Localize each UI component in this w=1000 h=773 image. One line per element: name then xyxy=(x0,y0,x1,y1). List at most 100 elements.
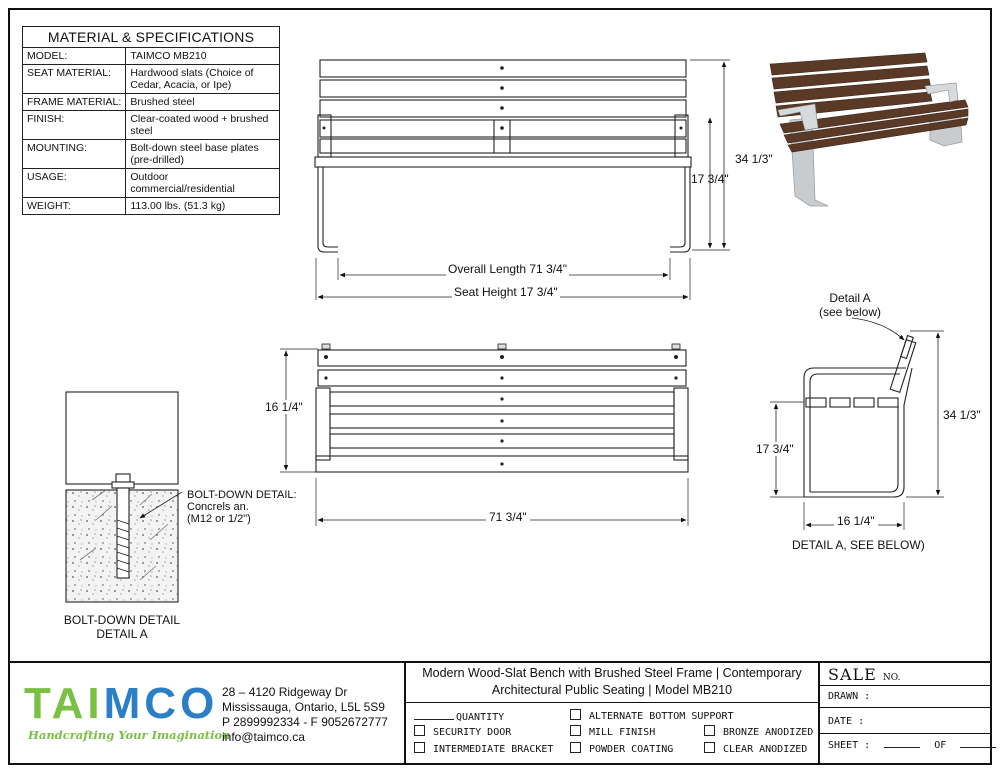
spec-value: Clear-coated wood + brushed steel xyxy=(125,110,280,140)
company-address: 28 – 4120 Ridgeway Dr Mississauga, Ontar… xyxy=(222,685,388,745)
bolt-detail-note-title: BOLT-DOWN DETAIL: xyxy=(187,489,297,501)
option-security-door[interactable]: SECURITY DOOR xyxy=(414,725,511,739)
spec-key: MOUNTING: xyxy=(21,139,127,169)
checkbox[interactable] xyxy=(414,742,425,753)
option-clear-anodized[interactable]: CLEAR ANODIZED xyxy=(704,742,807,756)
backrest-section xyxy=(889,339,917,393)
dim-length: 71 3/4" xyxy=(486,510,530,524)
checkbox[interactable] xyxy=(570,709,581,720)
option-label: POWDER COATING xyxy=(589,744,674,755)
table-row: FINISH:Clear-coated wood + brushed steel xyxy=(21,110,280,140)
backrest-slat xyxy=(319,138,687,154)
bench-leg-section xyxy=(65,391,179,485)
backrest-slat xyxy=(319,79,687,98)
detail-a-reference: Detail A (see below) xyxy=(810,291,890,319)
quantity-field[interactable]: QUANTITY xyxy=(414,709,504,724)
date-field[interactable]: DATE : xyxy=(820,712,992,734)
bolt-detail-caption: BOLT-DOWN DETAIL DETAIL A xyxy=(52,613,192,641)
dim-overall-length: Overall Length 71 3/4" xyxy=(446,262,570,276)
top-slat xyxy=(315,455,689,473)
top-view xyxy=(280,343,689,526)
drawing-sheet-border xyxy=(8,8,992,765)
drawn-label: DRAWN : xyxy=(828,691,871,702)
email-link[interactable]: info@taimco.ca xyxy=(222,730,305,744)
front-view xyxy=(314,59,730,300)
option-alternate-bottom-support[interactable]: ALTERNATE BOTTOM SUPPORT xyxy=(570,709,734,723)
spec-value: Hardwood slats (Choice of Cedar, Acacia,… xyxy=(125,64,280,94)
seat-slat-section xyxy=(877,397,899,408)
sheet-field[interactable]: SHEET : OF xyxy=(828,740,997,751)
dim-side-seat-height: 17 3/4" xyxy=(756,442,794,456)
spec-key: WEIGHT: xyxy=(21,197,127,215)
backrest-slat xyxy=(319,59,687,78)
side-frame xyxy=(803,367,906,497)
sheet-number-line[interactable] xyxy=(884,747,921,748)
drawn-field[interactable]: DRAWN : xyxy=(820,688,992,708)
option-bronze-anodized[interactable]: BRONZE ANODIZED xyxy=(704,725,813,739)
checkbox[interactable] xyxy=(570,742,581,753)
top-armrest xyxy=(315,387,331,461)
dim-depth: 16 1/4" xyxy=(265,400,303,414)
washer xyxy=(111,481,135,489)
bolt-detail-note-line: (M12 or 1/2") xyxy=(187,513,251,525)
dim-side-total-height: 34 1/3" xyxy=(943,408,981,422)
bench-3d-render xyxy=(769,52,969,207)
sale-number: SALE NO. xyxy=(828,665,901,684)
checkbox[interactable] xyxy=(414,725,425,736)
bolt-nut xyxy=(115,473,131,483)
anchor-bolt xyxy=(116,487,130,579)
top-slat xyxy=(329,391,675,407)
option-intermediate-bracket[interactable]: INTERMEDIATE BRACKET xyxy=(414,742,553,756)
spec-value: TAIMCO MB210 xyxy=(125,47,280,65)
quantity-label: QUANTITY xyxy=(456,712,505,723)
title-block-divider xyxy=(404,661,406,765)
option-mill-finish[interactable]: MILL FINISH xyxy=(570,725,655,739)
top-armrest xyxy=(673,387,689,461)
title-block xyxy=(8,661,992,765)
date-label: DATE : xyxy=(828,716,865,727)
spec-table: MATERIAL & SPECIFICATIONS MODEL:TAIMCO M… xyxy=(21,26,280,215)
logo-letter: T xyxy=(24,679,52,728)
top-slat xyxy=(329,433,675,449)
checkbox[interactable] xyxy=(704,725,715,736)
detail-a-label: Detail A xyxy=(829,291,871,305)
detail-a-note: (see below) xyxy=(818,305,882,319)
checkbox[interactable] xyxy=(704,742,715,753)
top-slat xyxy=(329,413,675,429)
spec-key: FRAME MATERIAL: xyxy=(21,93,127,111)
sale-label: SALE xyxy=(828,665,877,684)
option-label: INTERMEDIATE BRACKET xyxy=(433,744,554,755)
checkbox[interactable] xyxy=(570,725,581,736)
dim-height-total: 34 1/3" xyxy=(735,152,773,166)
dim-seat-height: Seat Height 17 3/4" xyxy=(452,285,560,299)
table-row: MOUNTING:Bolt-down steel base plates (pr… xyxy=(21,139,280,169)
side-view xyxy=(770,317,944,530)
logo-tagline: Handcrafting Your Imagination xyxy=(28,728,231,742)
option-powder-coating[interactable]: POWDER COATING xyxy=(570,742,673,756)
option-label: CLEAR ANODIZED xyxy=(723,744,808,755)
logo-letter: C xyxy=(144,679,181,728)
left-leg xyxy=(317,167,338,253)
table-row: FRAME MATERIAL:Brushed steel xyxy=(21,93,280,111)
seat-slat-section xyxy=(853,397,875,408)
seat-slat-section xyxy=(829,397,851,408)
product-title: Modern Wood-Slat Bench with Brushed Stee… xyxy=(422,666,802,697)
option-label: MILL FINISH xyxy=(589,727,656,738)
logo-letter: A xyxy=(51,679,88,728)
table-row: MODEL:TAIMCO MB210 xyxy=(21,47,280,65)
sheet-label: SHEET : xyxy=(828,740,871,751)
bolt-down-detail xyxy=(65,391,183,603)
option-label: ALTERNATE BOTTOM SUPPORT xyxy=(589,711,734,722)
address-line: 28 – 4120 Ridgeway Dr xyxy=(222,685,348,699)
logo-letter: I xyxy=(87,679,104,728)
address-line: Mississauga, Ontario, L5L 5S9 xyxy=(222,700,385,714)
sheet-total-line[interactable] xyxy=(960,747,997,748)
table-row: SEAT MATERIAL:Hardwood slats (Choice of … xyxy=(21,64,280,94)
table-row: WEIGHT:113.00 lbs. (51.3 kg) xyxy=(21,197,280,215)
quantity-input-line[interactable] xyxy=(414,709,454,720)
option-label: SECURITY DOOR xyxy=(433,727,512,738)
top-slat xyxy=(317,349,687,367)
logo-letter: M xyxy=(103,679,145,728)
title-block-rule xyxy=(820,685,992,686)
